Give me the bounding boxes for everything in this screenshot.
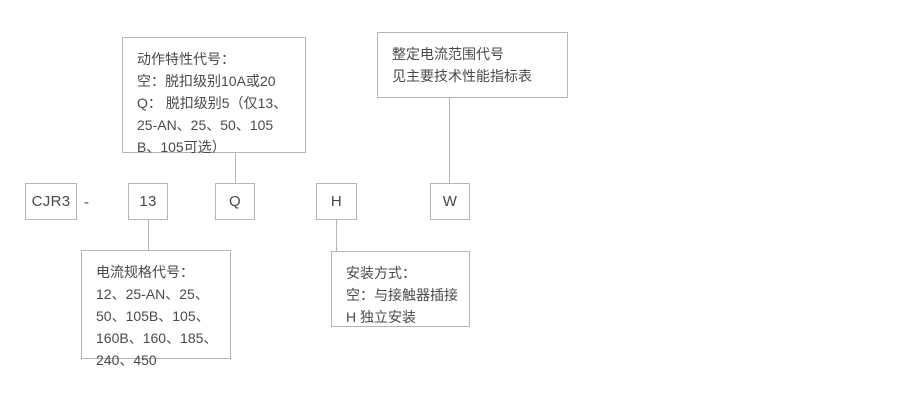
note-trip-class-line-5: B、105可选） [137,139,226,155]
separator-dash: - [84,194,89,211]
note-mounting: 安装方式： 空：与接触器插接 H 独立安装 [331,251,470,327]
note-trip-class-line-2: 空：脱扣级别10A或20 [137,73,276,89]
note-current-rating-line-3: 50、105B、105、 [96,308,210,324]
note-trip-class: 动作特性代号： 空：脱扣级别10A或20 Q： 脱扣级别5（仅13、 25-AN… [122,37,306,155]
code-box-current-rating[interactable]: 13 [128,183,168,220]
code-box-current-range[interactable]: W [430,183,470,220]
code-box-trip-class[interactable]: Q [215,183,255,220]
note-current-rating-line-5: 240、450 [96,352,157,368]
note-current-range-line-1: 整定电流范围代号 [392,46,504,62]
code-box-series-label: CJR3 [31,193,71,210]
connector-current-range [449,98,450,183]
code-box-current-range-label: W [442,193,458,210]
note-trip-class-line-3: Q： 脱扣级别5（仅13、 [137,95,288,111]
code-box-mounting[interactable]: H [316,183,357,220]
connector-mounting [336,220,337,251]
code-box-trip-class-label: Q [229,193,241,210]
note-trip-class-line-4: 25-AN、25、50、105 [137,117,274,133]
note-trip-class-line-1: 动作特性代号： [137,51,235,67]
connector-trip-class [235,153,236,183]
code-box-series[interactable]: CJR3 [25,183,77,220]
connector-current-rating [148,220,149,250]
note-current-rating-line-1: 电流规格代号： [96,264,194,280]
note-mounting-line-3: H 独立安装 [346,309,416,325]
note-mounting-line-2: 空：与接触器插接 [346,287,458,303]
note-current-rating-line-2: 12、25-AN、25、 [96,286,209,302]
note-mounting-line-1: 安装方式： [346,265,416,281]
code-box-mounting-label: H [330,193,343,210]
note-current-rating-line-4: 160B、160、185、 [96,330,218,346]
note-current-range-line-2: 见主要技术性能指标表 [392,68,532,84]
note-current-range: 整定电流范围代号 见主要技术性能指标表 [377,32,568,98]
note-current-rating: 电流规格代号： 12、25-AN、25、 50、105B、105、 160B、1… [81,250,231,368]
code-box-current-rating-label: 13 [139,193,157,210]
